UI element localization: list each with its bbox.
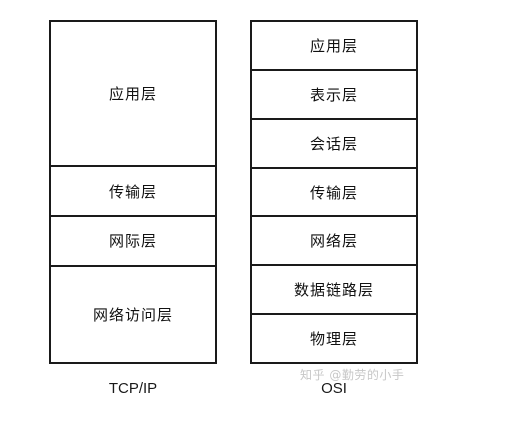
tcp-layer-network-access: 网络访问层 <box>92 305 173 324</box>
tcp-ip-model-stack: 应用层 传输层 网际层 网络访问层 <box>49 20 217 364</box>
tcp-layer-application: 应用层 <box>51 22 215 168</box>
osi-caption: OSI <box>321 380 347 397</box>
tcp-layer-internet: 网际层 <box>51 217 215 267</box>
osi-layer-data-link: 数据链路层 <box>252 266 416 316</box>
osi-layer-presentation: 表示层 <box>252 71 416 120</box>
osi-layer-session: 会话层 <box>252 120 416 169</box>
osi-layer-application: 应用层 <box>252 22 416 71</box>
osi-layer-network: 网络层 <box>252 217 416 267</box>
osi-model-stack: 应用层 表示层 会话层 传输层 网络层 数据链路层 物理层 <box>250 20 418 364</box>
tcp-layer-transport: 传输层 <box>51 167 215 217</box>
osi-layer-physical: 物理层 <box>309 330 358 349</box>
osi-layer-transport: 传输层 <box>252 169 416 218</box>
tcp-ip-caption: TCP/IP <box>108 380 158 397</box>
watermark: 知乎 @勤劳的小手 <box>300 368 405 382</box>
